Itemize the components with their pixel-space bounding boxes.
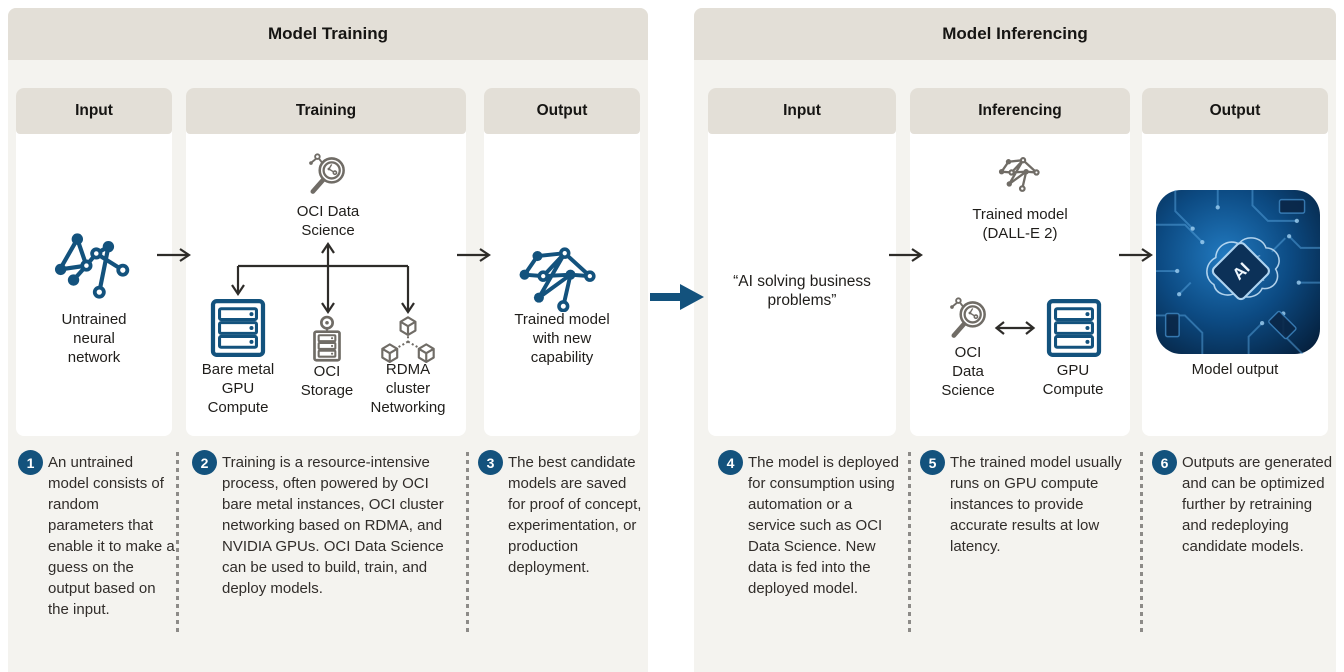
trained-neural-network-icon [515, 246, 603, 312]
rdma-label: RDMA cluster Networking [370, 361, 446, 416]
arrow-training-to-inferencing [650, 284, 704, 310]
annotation-divider-4 [1140, 452, 1143, 632]
training-input-panel: Input Untrained neu [16, 88, 172, 436]
arrow-input-to-inferencing [889, 248, 923, 262]
trained-model-label: Trained model with new capability [514, 311, 610, 366]
annotation-badge-3: 3 [478, 450, 503, 475]
annotation-badge-1: 1 [18, 450, 43, 475]
untrained-neural-network-icon [52, 230, 136, 302]
annotation-text-1: An untrained model consists of random pa… [48, 454, 175, 618]
untrained-network-label: Untrained neural network [61, 311, 127, 366]
arrow-inferencing-to-output [1119, 248, 1153, 262]
trained-model-icon [997, 156, 1043, 192]
gpu-compute-icon [1046, 298, 1102, 358]
annotation-text-6: Outputs are generated and can be optimiz… [1182, 454, 1333, 555]
arrow-input-to-training [157, 248, 191, 262]
oci-storage-label: OCI Storage [300, 363, 354, 399]
prompt-quote-text: “AI solving business problems” [733, 273, 871, 309]
oci-data-science-icon [305, 152, 351, 198]
ai-circuit-board-image: AI [1156, 190, 1320, 355]
inferencing-process-panel: Inferencing Trained model (DALL-E 2) [910, 88, 1130, 436]
inferencing-input-header: Input [708, 88, 896, 134]
inferencing-process-header: Inferencing [910, 88, 1130, 134]
annotation-badge-6: 6 [1152, 450, 1177, 475]
oci-data-science-label: OCI Data Science [296, 203, 360, 239]
annotation-text-4: The model is deployed for consumption us… [748, 454, 899, 597]
model-inferencing-section: Model Inferencing Input “AI solving busi… [694, 8, 1336, 672]
bare-metal-label: Bare metal GPU Compute [201, 361, 275, 416]
training-process-header: Training [186, 88, 466, 134]
ai-chip: AI [1211, 241, 1270, 301]
bidirectional-arrow [994, 321, 1036, 335]
annotation-badge-5: 5 [920, 450, 945, 475]
annotation-badge-4: 4 [718, 450, 743, 475]
bare-metal-gpu-compute-icon [210, 298, 266, 358]
annotation-text-3: The best candidate models are saved for … [508, 454, 642, 576]
arrow-training-to-output [457, 248, 491, 262]
inferencing-input-panel: Input “AI solving business problems” [708, 88, 896, 436]
inferencing-data-science-label: OCI Data Science [941, 344, 995, 399]
training-output-header: Output [484, 88, 640, 134]
oci-storage-icon [309, 315, 345, 365]
training-process-panel: Training OCI Data Science [186, 88, 466, 436]
dalle-model-label: Trained model (DALL-E 2) [972, 206, 1068, 242]
annotation-divider-3 [908, 452, 911, 632]
training-input-header: Input [16, 88, 172, 134]
inferencing-output-panel: Output [1142, 88, 1328, 436]
annotation-text-5: The trained model usually runs on GPU co… [950, 454, 1122, 555]
annotation-badge-2: 2 [192, 450, 217, 475]
annotation-divider-2 [466, 452, 469, 632]
annotation-divider-1 [176, 452, 179, 632]
model-training-title: Model Training [8, 8, 648, 60]
annotation-text-2: Training is a resource-intensive process… [222, 454, 444, 597]
model-inferencing-title: Model Inferencing [694, 8, 1336, 60]
rdma-cluster-networking-icon [380, 316, 436, 366]
model-training-section: Model Training Input [8, 8, 648, 672]
gpu-compute-label: GPU Compute [1042, 362, 1104, 398]
inferencing-output-header: Output [1142, 88, 1328, 134]
oci-data-science-icon [946, 296, 992, 342]
model-output-label: Model output [1191, 361, 1279, 378]
training-connector-lines [231, 242, 415, 314]
training-output-panel: Output Trained model with new capability [484, 88, 640, 436]
